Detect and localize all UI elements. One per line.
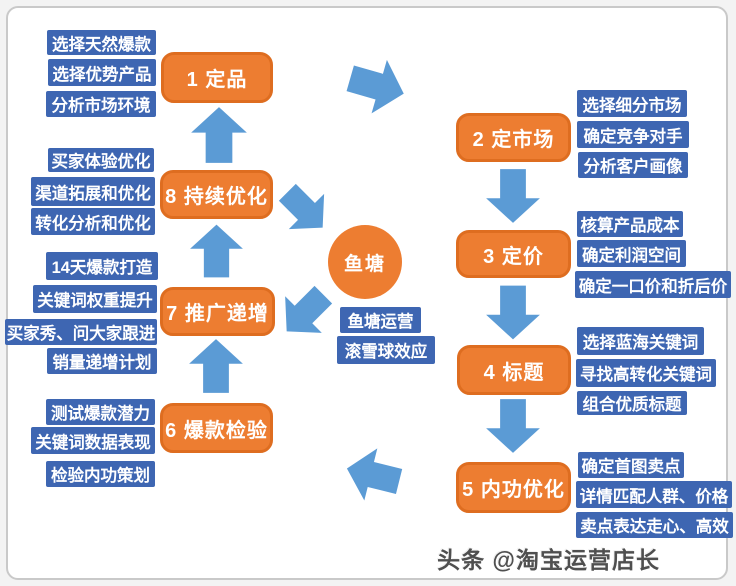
note-item: 分析客户画像 [578,152,688,178]
stage-box-4-biaoti: 4 标题 [457,345,571,395]
note-item: 选择天然爆款 [47,30,156,55]
note-item: 14天爆款打造 [46,252,158,280]
note-snowball-effect: 滚雪球效应 [337,336,435,364]
stage-box-2-dingshichang: 2 定市场 [456,113,571,162]
pond-circle: 鱼塘 [328,225,402,299]
note-item: 关键词数据表现 [31,427,155,454]
toutiao-watermark: 头条 @淘宝运营店长 [437,547,660,573]
note-item: 确定首图卖点 [578,452,684,478]
note-pond-operation: 鱼塘运营 [340,307,421,333]
arrow-southwest-pond-to-7-icon [274,285,336,340]
note-item: 测试爆款潜力 [46,399,155,425]
stage-box-3-dingjia: 3 定价 [456,230,571,278]
note-item: 买家体验优化 [48,148,154,172]
note-item: 确定竞争对手 [577,121,689,148]
note-item: 组合优质标题 [577,391,687,415]
note-item: 选择蓝海关键词 [577,327,704,355]
note-item: 分析市场环境 [46,91,156,117]
note-item: 检验内功策划 [46,461,155,487]
arrow-down-3-to-4-icon [485,284,541,341]
note-item: 转化分析和优化 [31,208,155,235]
note-item: 渠道拓展和优化 [31,177,155,206]
stage-box-5-neigong: 5 内功优化 [456,462,571,513]
note-item: 选择细分市场 [577,90,687,117]
note-item: 卖点表达走心、高效 [576,512,733,538]
note-item: 销量递增计划 [47,348,157,374]
stage-box-6-baokuan: 6 爆款检验 [160,403,273,453]
arrow-up-7-to-8-icon [189,223,244,279]
arrow-left-5-to-6-icon [339,447,407,503]
note-item: 买家秀、问大家跟进 [5,319,157,345]
note-item: 确定利润空间 [577,240,686,267]
note-item: 寻找高转化关键词 [576,359,716,387]
arrow-southeast-8-to-pond-icon [277,183,333,236]
stage-box-8-chixu: 8 持续优化 [160,170,273,219]
stage-box-1-dingpin: 1 定品 [161,52,273,103]
note-item: 确定一口价和折后价 [575,271,731,298]
note-item: 核算产品成本 [577,211,683,237]
note-item: 选择优势产品 [48,59,156,86]
arrow-up-8-to-1-icon [190,106,248,164]
arrow-up-6-to-7-icon [187,338,245,394]
note-item: 关键词权重提升 [33,285,157,313]
stage-box-7-tuiguang: 7 推广递增 [160,287,275,336]
note-item: 详情匹配人群、价格 [576,481,732,508]
arrow-down-2-to-3-icon [485,167,541,225]
arrow-right-1-to-2-icon [345,57,409,115]
arrow-down-4-to-5-icon [485,398,541,454]
